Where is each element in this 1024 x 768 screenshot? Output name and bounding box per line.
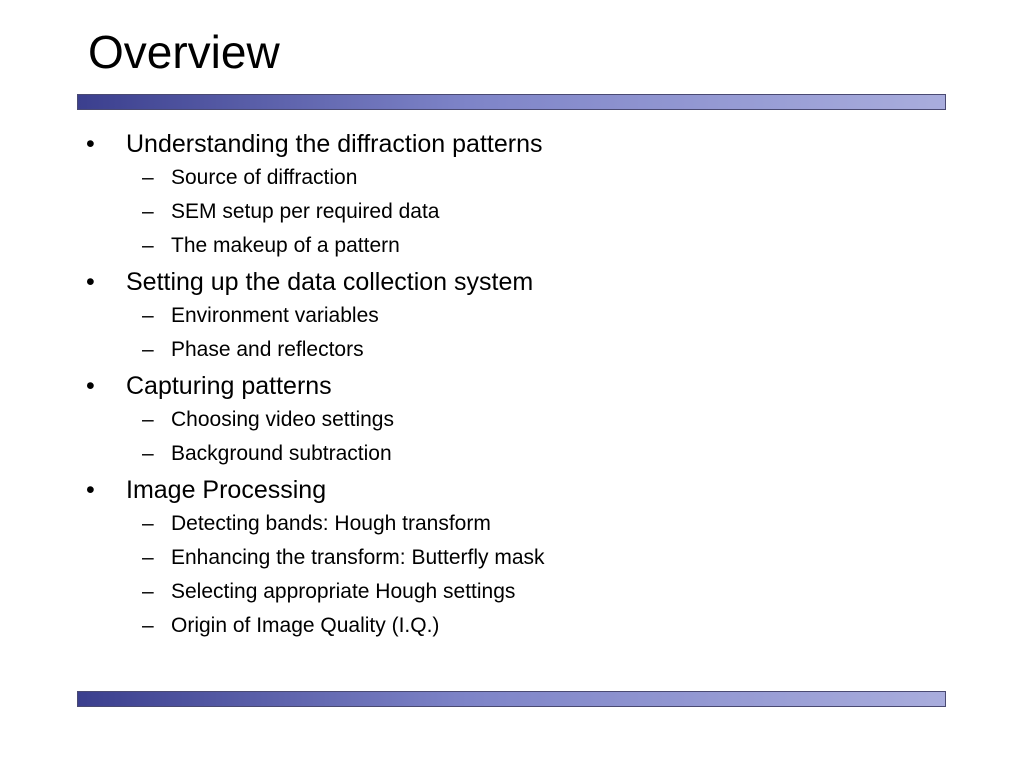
dash-glyph: – [142, 166, 154, 189]
dash-glyph: – [142, 408, 154, 431]
sub-bullet-text: Phase and reflectors [171, 338, 364, 361]
dash-glyph: – [142, 200, 154, 223]
bullet-glyph: • [86, 130, 95, 158]
top-divider-bar [77, 94, 946, 110]
sub-bullet-item: – Environment variables [86, 302, 986, 336]
bottom-divider-bar [77, 691, 946, 707]
bullet-item: • Understanding the diffraction patterns [86, 128, 986, 164]
bullet-item: • Capturing patterns [86, 370, 986, 406]
sub-bullet-item: – Detecting bands: Hough transform [86, 510, 986, 544]
sub-bullet-text: The makeup of a pattern [171, 234, 400, 257]
sub-bullet-item: – Choosing video settings [86, 406, 986, 440]
sub-bullet-item: – Background subtraction [86, 440, 986, 474]
slide-title: Overview [88, 26, 280, 78]
dash-glyph: – [142, 304, 154, 327]
sub-bullet-text: Detecting bands: Hough transform [171, 512, 491, 535]
sub-bullet-text: Origin of Image Quality (I.Q.) [171, 614, 440, 637]
bullet-item: • Setting up the data collection system [86, 266, 986, 302]
bullet-outline: • Understanding the diffraction patterns… [86, 128, 986, 646]
sub-bullet-text: Source of diffraction [171, 166, 358, 189]
bullet-text: Image Processing [126, 476, 327, 504]
bullet-text: Understanding the diffraction patterns [126, 130, 543, 158]
sub-bullet-item: – Phase and reflectors [86, 336, 986, 370]
bullet-glyph: • [86, 476, 95, 504]
sub-bullet-item: – SEM setup per required data [86, 198, 986, 232]
sub-bullet-text: Background subtraction [171, 442, 392, 465]
sub-bullet-text: Environment variables [171, 304, 379, 327]
bullet-item: • Image Processing [86, 474, 986, 510]
sub-bullet-item: – Enhancing the transform: Butterfly mas… [86, 544, 986, 578]
sub-bullet-item: – The makeup of a pattern [86, 232, 986, 266]
bullet-glyph: • [86, 268, 95, 296]
sub-bullet-text: Selecting appropriate Hough settings [171, 580, 516, 603]
dash-glyph: – [142, 580, 154, 603]
sub-bullet-text: Choosing video settings [171, 408, 394, 431]
dash-glyph: – [142, 546, 154, 569]
bullet-text: Setting up the data collection system [126, 268, 534, 296]
sub-bullet-text: SEM setup per required data [171, 200, 440, 223]
dash-glyph: – [142, 614, 154, 637]
bullet-glyph: • [86, 372, 95, 400]
sub-bullet-item: – Origin of Image Quality (I.Q.) [86, 612, 986, 646]
dash-glyph: – [142, 442, 154, 465]
bullet-text: Capturing patterns [126, 372, 332, 400]
dash-glyph: – [142, 234, 154, 257]
dash-glyph: – [142, 512, 154, 535]
dash-glyph: – [142, 338, 154, 361]
sub-bullet-text: Enhancing the transform: Butterfly mask [171, 546, 545, 569]
sub-bullet-item: – Selecting appropriate Hough settings [86, 578, 986, 612]
sub-bullet-item: – Source of diffraction [86, 164, 986, 198]
